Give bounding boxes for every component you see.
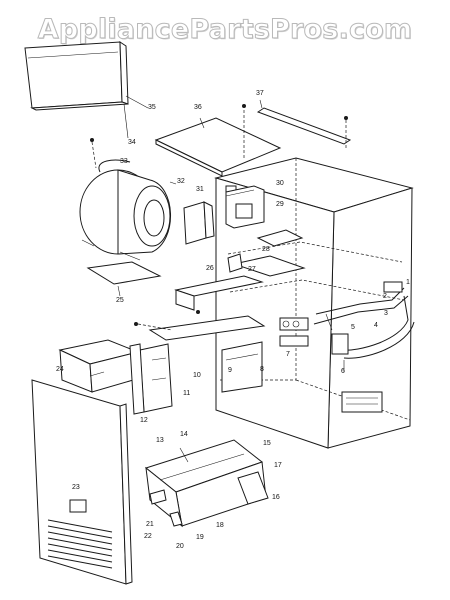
callout-14: 14	[180, 431, 188, 438]
control-box	[225, 185, 265, 229]
callout-20: 20	[176, 543, 184, 550]
transformer-plate	[256, 229, 304, 247]
furnace-cabinet	[214, 157, 414, 449]
callout-22: 22	[144, 533, 152, 540]
callout-36: 36	[194, 104, 202, 111]
callout-9: 9	[228, 367, 232, 374]
gas-valve-assembly	[313, 281, 415, 372]
callout-17: 17	[274, 462, 282, 469]
heat-exchanger-baffle	[134, 275, 266, 393]
callout-21: 21	[146, 521, 154, 528]
front-door-panel	[31, 379, 133, 585]
top-side-panel	[24, 41, 149, 139]
callout-25: 25	[116, 297, 124, 304]
blower-assembly	[79, 138, 177, 261]
callout-2: 2	[383, 293, 387, 300]
callout-23: 23	[72, 484, 80, 491]
callout-35: 35	[148, 104, 156, 111]
bottom-filter-assembly	[144, 439, 269, 528]
callout-1: 1	[406, 279, 410, 286]
callout-24: 24	[56, 366, 64, 373]
callout-7: 7	[286, 351, 290, 358]
bracket-plate	[86, 261, 162, 297]
callout-37: 37	[256, 90, 264, 97]
burner-compartment	[227, 253, 309, 347]
callout-18: 18	[216, 522, 224, 529]
callout-12: 12	[140, 417, 148, 424]
callout-10: 10	[193, 372, 201, 379]
callout-27: 27	[248, 266, 256, 273]
door-louvers	[47, 519, 113, 569]
callout-4: 4	[374, 322, 378, 329]
callout-26: 26	[206, 265, 214, 272]
callout-28: 28	[262, 246, 270, 253]
callout-3: 3	[384, 310, 388, 317]
callout-6: 6	[341, 368, 345, 375]
callout-15: 15	[263, 440, 271, 447]
top-rail	[242, 99, 352, 158]
callout-16: 16	[272, 494, 280, 501]
callout-5: 5	[351, 324, 355, 331]
callout-33: 33	[120, 158, 128, 165]
callout-19: 19	[196, 534, 204, 541]
callout-8: 8	[260, 366, 264, 373]
filter-rack	[58, 339, 173, 415]
callout-11: 11	[183, 390, 191, 397]
callout-32: 32	[177, 178, 185, 185]
callout-31: 31	[196, 186, 204, 193]
callout-13: 13	[156, 437, 164, 444]
callout-34: 34	[128, 139, 136, 146]
top-plate	[154, 117, 282, 177]
callout-30: 30	[276, 180, 284, 187]
watermark: AppliancePartsPros.com	[37, 14, 413, 46]
blower-bracket	[183, 201, 215, 245]
callout-29: 29	[276, 201, 284, 208]
